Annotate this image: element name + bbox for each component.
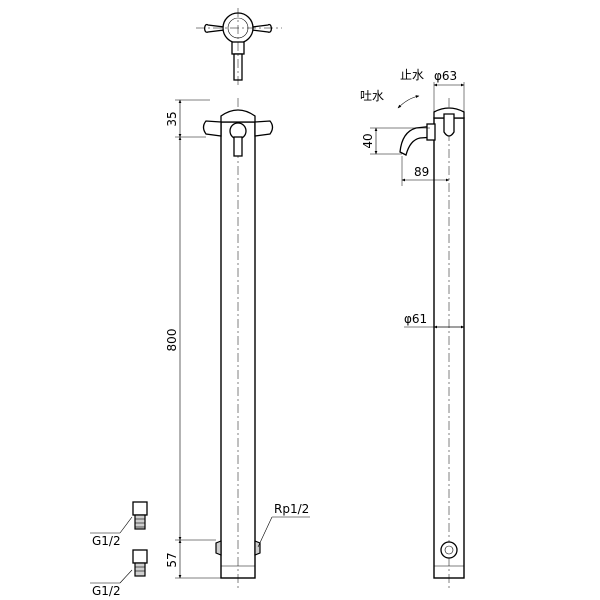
- label-inlet-thread: Rp1/2: [274, 502, 309, 516]
- dim-bottom-height: 57: [165, 552, 179, 567]
- side-view: φ63 止水 吐水 40 89 φ61: [360, 68, 465, 588]
- front-view: 35 800 57 Rp1/2: [165, 98, 310, 588]
- dim-spout-drop: 40: [361, 133, 375, 148]
- label-stop-water: 止水: [400, 68, 424, 82]
- label-fitting-lower: G1/2: [92, 584, 121, 598]
- dim-spout-reach: 89: [414, 165, 429, 179]
- top-view: [196, 8, 282, 88]
- label-spout-water: 吐水: [360, 89, 384, 103]
- dim-column-diameter: φ61: [404, 312, 427, 326]
- dim-top-height: 35: [165, 111, 179, 126]
- dim-head-diameter: φ63: [434, 69, 457, 83]
- fittings: G1/2 G1/2: [90, 501, 148, 598]
- label-fitting-upper: G1/2: [92, 534, 121, 548]
- dim-body-height: 800: [165, 329, 179, 352]
